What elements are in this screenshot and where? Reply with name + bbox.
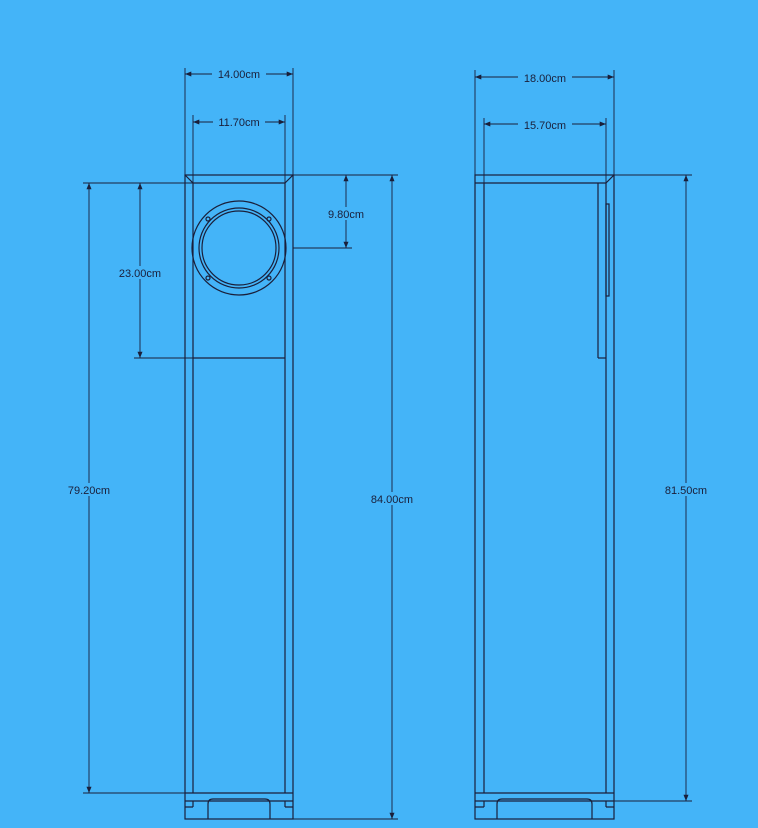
label-inner-height: 79.20cm bbox=[68, 485, 110, 497]
dim-side-depth-outer: 18.00cm bbox=[474, 70, 615, 175]
side-feet bbox=[475, 798, 614, 819]
dim-side-height: 81.50cm bbox=[614, 174, 713, 802]
side-cabinet-outline bbox=[474, 174, 615, 820]
dim-total-height: 84.00cm bbox=[293, 174, 419, 820]
dim-inner-height: 79.20cm bbox=[62, 182, 193, 794]
label-front-width-inner: 11.70cm bbox=[218, 117, 259, 129]
dim-driver-chamber: 23.00cm bbox=[113, 182, 193, 359]
label-side-depth-inner: 15.70cm bbox=[524, 120, 566, 132]
dim-front-width-outer: 14.00cm bbox=[184, 67, 294, 175]
label-driver-chamber: 23.00cm bbox=[119, 268, 161, 280]
front-feet bbox=[185, 798, 293, 819]
label-driver-center: 9.80cm bbox=[328, 209, 364, 221]
label-total-height: 84.00cm bbox=[371, 494, 413, 506]
label-side-depth-outer: 18.00cm bbox=[524, 73, 566, 85]
label-front-width-outer: 14.00cm bbox=[218, 69, 260, 81]
side-driver-profile bbox=[605, 203, 610, 297]
front-cabinet-outline bbox=[184, 174, 294, 820]
dim-front-width-inner: 11.70cm bbox=[192, 115, 286, 183]
dim-side-depth-inner: 15.70cm bbox=[483, 118, 607, 183]
label-side-height: 81.50cm bbox=[665, 485, 707, 497]
side-view: 18.00cm 15.70cm 81.50cm bbox=[474, 70, 713, 820]
driver-circle bbox=[191, 200, 287, 296]
dim-driver-center: 9.80cm bbox=[293, 174, 369, 249]
front-view: 14.00cm 11.70cm 9.80cm 23.00cm bbox=[62, 67, 419, 820]
